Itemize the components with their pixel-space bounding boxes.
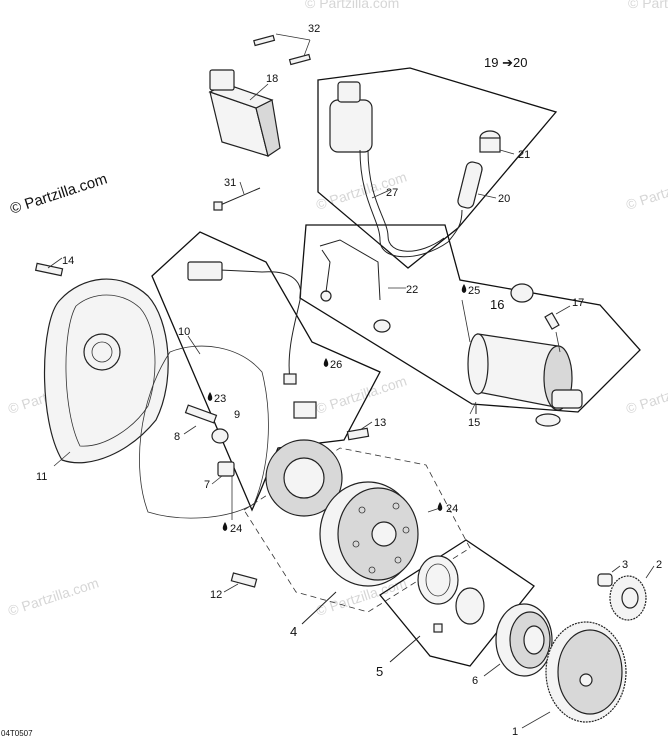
callout-2: 2 xyxy=(656,559,662,571)
callout-14: 14 xyxy=(62,255,74,267)
bolt-7 xyxy=(211,461,235,520)
callout-25: 25 xyxy=(468,285,480,297)
callout-21: 21 xyxy=(518,149,530,161)
watermark: © Partzilla.com xyxy=(6,574,101,618)
callout-5: 5 xyxy=(376,664,383,679)
starter-motor-15 xyxy=(461,299,583,427)
callout-22: 22 xyxy=(406,284,418,296)
screw-13 xyxy=(346,421,373,441)
gear-hub-6 xyxy=(483,603,553,677)
gasket-10 xyxy=(139,335,269,519)
callout-32: 32 xyxy=(308,23,320,35)
flywheel xyxy=(319,481,441,587)
magneto-cover-11 xyxy=(43,278,169,467)
callout-12: 12 xyxy=(210,589,222,601)
lubricant-drop-icon xyxy=(437,502,443,511)
watermark: © Partzilla.com xyxy=(624,168,668,212)
screw-32 xyxy=(253,33,311,66)
spark-cap-21 xyxy=(479,130,515,155)
ring-gear-1 xyxy=(521,621,627,729)
callout-23: 23 xyxy=(214,393,226,405)
watermark: © Partzilla.com xyxy=(305,0,399,11)
bolt-14 xyxy=(34,257,64,277)
watermark: © Partzilla.com xyxy=(314,372,409,416)
callout-24: 24 xyxy=(230,523,242,535)
callout-labels: 32 18 19 ➔20 21 27 20 31 14 22 25 16 17 … xyxy=(36,23,662,738)
lubricant-drop-icon xyxy=(207,392,213,401)
bushing-3 xyxy=(597,565,621,587)
cdi-module-18 xyxy=(208,69,281,157)
watermark: © Partzilla.com xyxy=(628,0,668,11)
callout-4: 4 xyxy=(290,624,297,639)
lubricant-drop-icon xyxy=(461,284,467,293)
bolt-12 xyxy=(223,572,258,593)
callout-8: 8 xyxy=(174,431,180,443)
o-ring-16 xyxy=(510,283,534,303)
ignition-coil-19 xyxy=(329,81,463,258)
cable-tie-31 xyxy=(213,181,261,211)
callout-10: 10 xyxy=(178,326,190,338)
ground-wire-22 xyxy=(319,239,406,333)
brand-label: © Partzilla.com xyxy=(8,170,109,217)
lubricant-drop-icon xyxy=(323,358,329,367)
callout-13: 13 xyxy=(374,417,386,429)
stator-group-frame xyxy=(151,231,381,512)
callout-9: 9 xyxy=(234,409,240,421)
callout-6: 6 xyxy=(472,675,478,687)
callout-3: 3 xyxy=(622,559,628,571)
callout-7: 7 xyxy=(204,479,210,491)
callout-11: 11 xyxy=(36,471,47,483)
callout-18: 18 xyxy=(266,73,278,85)
callout-31: 31 xyxy=(224,177,236,189)
small-gear-2 xyxy=(609,565,655,621)
callout-17: 17 xyxy=(572,297,584,309)
watermark: © Partzilla.com xyxy=(624,372,668,416)
leader-5 xyxy=(389,635,421,663)
callout-24: 24 xyxy=(446,503,458,515)
leader-4 xyxy=(301,591,337,625)
flywheel-group-frame xyxy=(243,447,471,613)
callout-1: 1 xyxy=(512,726,518,738)
callout-26: 26 xyxy=(330,359,342,371)
starter-group-frame xyxy=(299,224,641,413)
spark-plug-cap-20 xyxy=(457,161,497,209)
sprag-clutch xyxy=(417,555,485,633)
diagram-code: 04T0507 xyxy=(1,729,33,738)
callout-15: 15 xyxy=(468,417,480,429)
callout-19-20: 19 ➔20 xyxy=(484,55,527,70)
washer-9 xyxy=(211,428,229,444)
stator xyxy=(187,261,343,517)
callout-27: 27 xyxy=(386,187,398,199)
lubricant-drop-icon xyxy=(222,522,228,531)
callout-16: 16 xyxy=(490,297,504,312)
bolt-17 xyxy=(544,305,571,330)
callout-20: 20 xyxy=(498,193,510,205)
bolt-8 xyxy=(183,404,218,435)
